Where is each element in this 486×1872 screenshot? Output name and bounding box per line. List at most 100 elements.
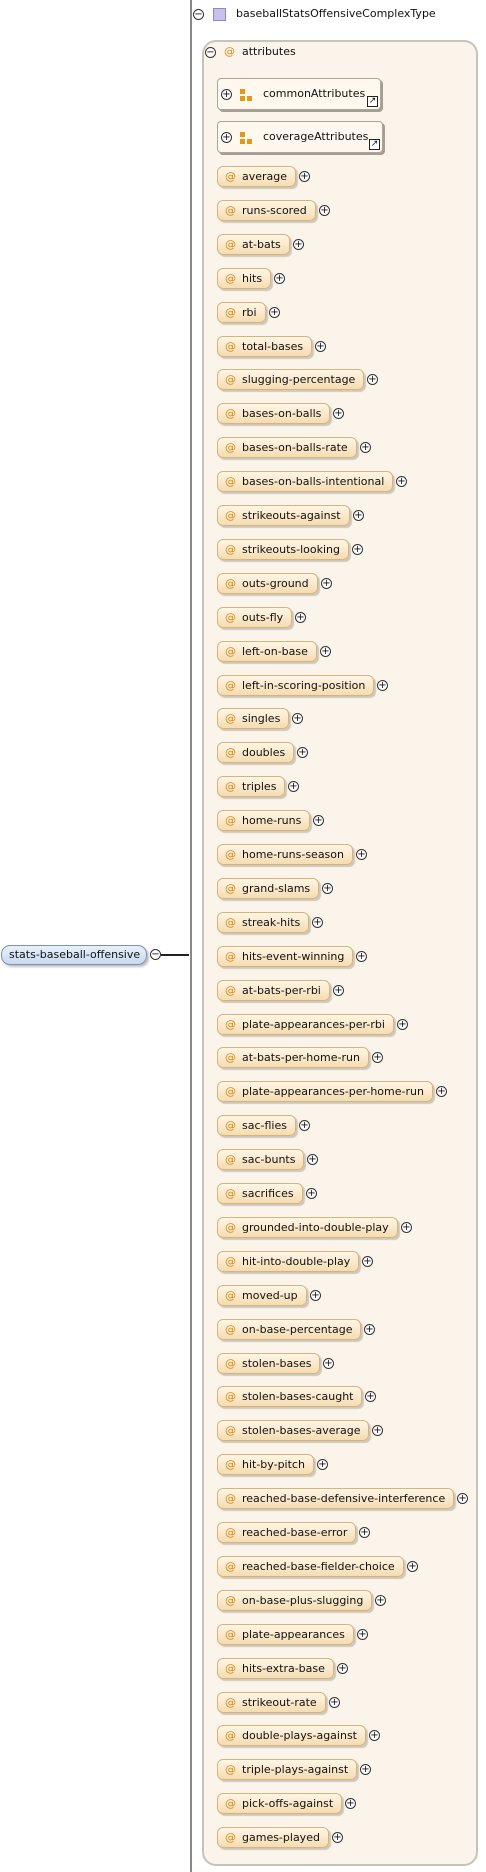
attribute-rbi[interactable]: @rbi bbox=[217, 302, 266, 323]
attribute-hit-by-pitch[interactable]: @hit-by-pitch bbox=[217, 1454, 314, 1475]
attribute-expand-button[interactable]: + bbox=[372, 1052, 383, 1063]
attribute-on-base-percentage[interactable]: @on-base-percentage bbox=[217, 1319, 361, 1340]
attribute-double-plays-against[interactable]: @double-plays-against bbox=[217, 1725, 366, 1746]
attribute-expand-button[interactable]: + bbox=[293, 239, 304, 250]
attribute-plate-appearances-per-rbi[interactable]: @plate-appearances-per-rbi bbox=[217, 1014, 394, 1035]
attribute-expand-button[interactable]: + bbox=[307, 1154, 318, 1165]
attribute-outs-fly[interactable]: @outs-fly bbox=[217, 607, 292, 628]
attribute-plate-appearances-per-home-run[interactable]: @plate-appearances-per-home-run bbox=[217, 1081, 433, 1102]
expand-icon[interactable]: + bbox=[221, 132, 232, 143]
attribute-bases-on-balls-rate[interactable]: @bases-on-balls-rate bbox=[217, 437, 357, 458]
attribute-expand-button[interactable]: + bbox=[356, 951, 367, 962]
attribute-expand-button[interactable]: + bbox=[407, 1561, 418, 1572]
attribute-hits-extra-base[interactable]: @hits-extra-base bbox=[217, 1658, 334, 1679]
attribute-expand-button[interactable]: + bbox=[333, 985, 344, 996]
attribute-expand-button[interactable]: + bbox=[333, 408, 344, 419]
attribute-expand-button[interactable]: + bbox=[377, 680, 388, 691]
attribute-expand-button[interactable]: + bbox=[365, 1391, 376, 1402]
attribute-outs-ground[interactable]: @outs-ground bbox=[217, 573, 318, 594]
attribute-expand-button[interactable]: + bbox=[369, 1730, 380, 1741]
attribute-expand-button[interactable]: + bbox=[312, 917, 323, 928]
attribute-games-played[interactable]: @games-played bbox=[217, 1827, 329, 1848]
attribute-on-base-plus-slugging[interactable]: @on-base-plus-slugging bbox=[217, 1590, 372, 1611]
attribute-grand-slams[interactable]: @grand-slams bbox=[217, 878, 319, 899]
attribute-sacrifices[interactable]: @sacrifices bbox=[217, 1183, 303, 1204]
attribute-expand-button[interactable]: + bbox=[401, 1222, 412, 1233]
attribute-home-runs[interactable]: @home-runs bbox=[217, 810, 310, 831]
attribute-expand-button[interactable]: + bbox=[357, 1629, 368, 1640]
attribute-at-bats-per-home-run[interactable]: @at-bats-per-home-run bbox=[217, 1047, 369, 1068]
attribute-triple-plays-against[interactable]: @triple-plays-against bbox=[217, 1759, 357, 1780]
attribute-expand-button[interactable]: + bbox=[356, 849, 367, 860]
attribute-at-bats[interactable]: @at-bats bbox=[217, 234, 290, 255]
attribute-expand-button[interactable]: + bbox=[375, 1595, 386, 1606]
attribute-bases-on-balls[interactable]: @bases-on-balls bbox=[217, 403, 330, 424]
attribute-expand-button[interactable]: + bbox=[306, 1188, 317, 1199]
attribute-expand-button[interactable]: + bbox=[313, 815, 324, 826]
attribute-expand-button[interactable]: + bbox=[367, 374, 378, 385]
attribute-strikeout-rate[interactable]: @strikeout-rate bbox=[217, 1692, 326, 1713]
attribute-reached-base-fielder-choice[interactable]: @reached-base-fielder-choice bbox=[217, 1556, 404, 1577]
attribute-expand-button[interactable]: + bbox=[274, 273, 285, 284]
attribute-expand-button[interactable]: + bbox=[329, 1697, 340, 1708]
attribute-home-runs-season[interactable]: @home-runs-season bbox=[217, 844, 353, 865]
link-arrow-icon[interactable]: ↗ bbox=[369, 139, 380, 150]
attribute-expand-button[interactable]: + bbox=[297, 747, 308, 758]
attribute-streak-hits[interactable]: @streak-hits bbox=[217, 912, 309, 933]
attribute-expand-button[interactable]: + bbox=[353, 510, 364, 521]
attribute-expand-button[interactable]: + bbox=[337, 1663, 348, 1674]
attribute-pick-offs-against[interactable]: @pick-offs-against bbox=[217, 1793, 342, 1814]
attribute-expand-button[interactable]: + bbox=[352, 544, 363, 555]
attribute-strikeouts-looking[interactable]: @strikeouts-looking bbox=[217, 539, 349, 560]
attribute-expand-button[interactable]: + bbox=[323, 1358, 334, 1369]
attribute-slugging-percentage[interactable]: @slugging-percentage bbox=[217, 369, 364, 390]
attribute-expand-button[interactable]: + bbox=[364, 1324, 375, 1335]
attribute-expand-button[interactable]: + bbox=[362, 1256, 373, 1267]
attribute-expand-button[interactable]: + bbox=[436, 1086, 447, 1097]
attribute-left-on-base[interactable]: @left-on-base bbox=[217, 641, 317, 662]
attribute-expand-button[interactable]: + bbox=[315, 341, 326, 352]
attribute-expand-button[interactable]: + bbox=[310, 1290, 321, 1301]
attribute-total-bases[interactable]: @total-bases bbox=[217, 336, 312, 357]
attribute-at-bats-per-rbi[interactable]: @at-bats-per-rbi bbox=[217, 980, 330, 1001]
attribute-hits-event-winning[interactable]: @hits-event-winning bbox=[217, 946, 353, 967]
attribute-expand-button[interactable]: + bbox=[295, 612, 306, 623]
attribute-expand-button[interactable]: + bbox=[288, 781, 299, 792]
attribute-expand-button[interactable]: + bbox=[319, 205, 330, 216]
attribute-stolen-bases-caught[interactable]: @stolen-bases-caught bbox=[217, 1386, 362, 1407]
attribute-expand-button[interactable]: + bbox=[317, 1459, 328, 1470]
attribute-expand-button[interactable]: + bbox=[396, 476, 407, 487]
attribute-triples[interactable]: @triples bbox=[217, 776, 285, 797]
attribute-stolen-bases-average[interactable]: @stolen-bases-average bbox=[217, 1420, 369, 1441]
attribute-grounded-into-double-play[interactable]: @grounded-into-double-play bbox=[217, 1217, 398, 1238]
attribute-group-common[interactable]: + commonAttributes ↗ bbox=[217, 78, 381, 110]
attribute-sac-flies[interactable]: @sac-flies bbox=[217, 1115, 296, 1136]
element-stats-baseball-offensive[interactable]: stats-baseball-offensive bbox=[1, 945, 147, 965]
attribute-expand-button[interactable]: + bbox=[292, 713, 303, 724]
attribute-bases-on-balls-intentional[interactable]: @bases-on-balls-intentional bbox=[217, 471, 393, 492]
attribute-expand-button[interactable]: + bbox=[360, 442, 371, 453]
attribute-strikeouts-against[interactable]: @strikeouts-against bbox=[217, 505, 350, 526]
attribute-sac-bunts[interactable]: @sac-bunts bbox=[217, 1149, 304, 1170]
attribute-expand-button[interactable]: + bbox=[269, 307, 280, 318]
attribute-expand-button[interactable]: + bbox=[359, 1527, 370, 1538]
attribute-group-coverage[interactable]: + coverageAttributes ↗ bbox=[217, 121, 383, 153]
attribute-expand-button[interactable]: + bbox=[299, 1120, 310, 1131]
expand-icon[interactable]: + bbox=[221, 89, 232, 100]
attribute-doubles[interactable]: @doubles bbox=[217, 742, 294, 763]
attribute-expand-button[interactable]: + bbox=[345, 1798, 356, 1809]
attribute-expand-button[interactable]: + bbox=[397, 1019, 408, 1030]
attribute-expand-button[interactable]: + bbox=[457, 1493, 468, 1504]
attribute-reached-base-error[interactable]: @reached-base-error bbox=[217, 1522, 356, 1543]
attribute-runs-scored[interactable]: @runs-scored bbox=[217, 200, 316, 221]
attribute-hit-into-double-play[interactable]: @hit-into-double-play bbox=[217, 1251, 359, 1272]
attribute-expand-button[interactable]: + bbox=[372, 1425, 383, 1436]
complex-type-collapse-button[interactable]: − bbox=[193, 9, 204, 20]
attribute-average[interactable]: @average bbox=[217, 166, 296, 187]
attribute-expand-button[interactable]: + bbox=[320, 646, 331, 657]
element-collapse-button[interactable]: − bbox=[150, 949, 161, 960]
attribute-expand-button[interactable]: + bbox=[332, 1832, 343, 1843]
link-arrow-icon[interactable]: ↗ bbox=[367, 96, 378, 107]
attribute-left-in-scoring-position[interactable]: @left-in-scoring-position bbox=[217, 675, 374, 696]
attribute-plate-appearances[interactable]: @plate-appearances bbox=[217, 1624, 354, 1645]
